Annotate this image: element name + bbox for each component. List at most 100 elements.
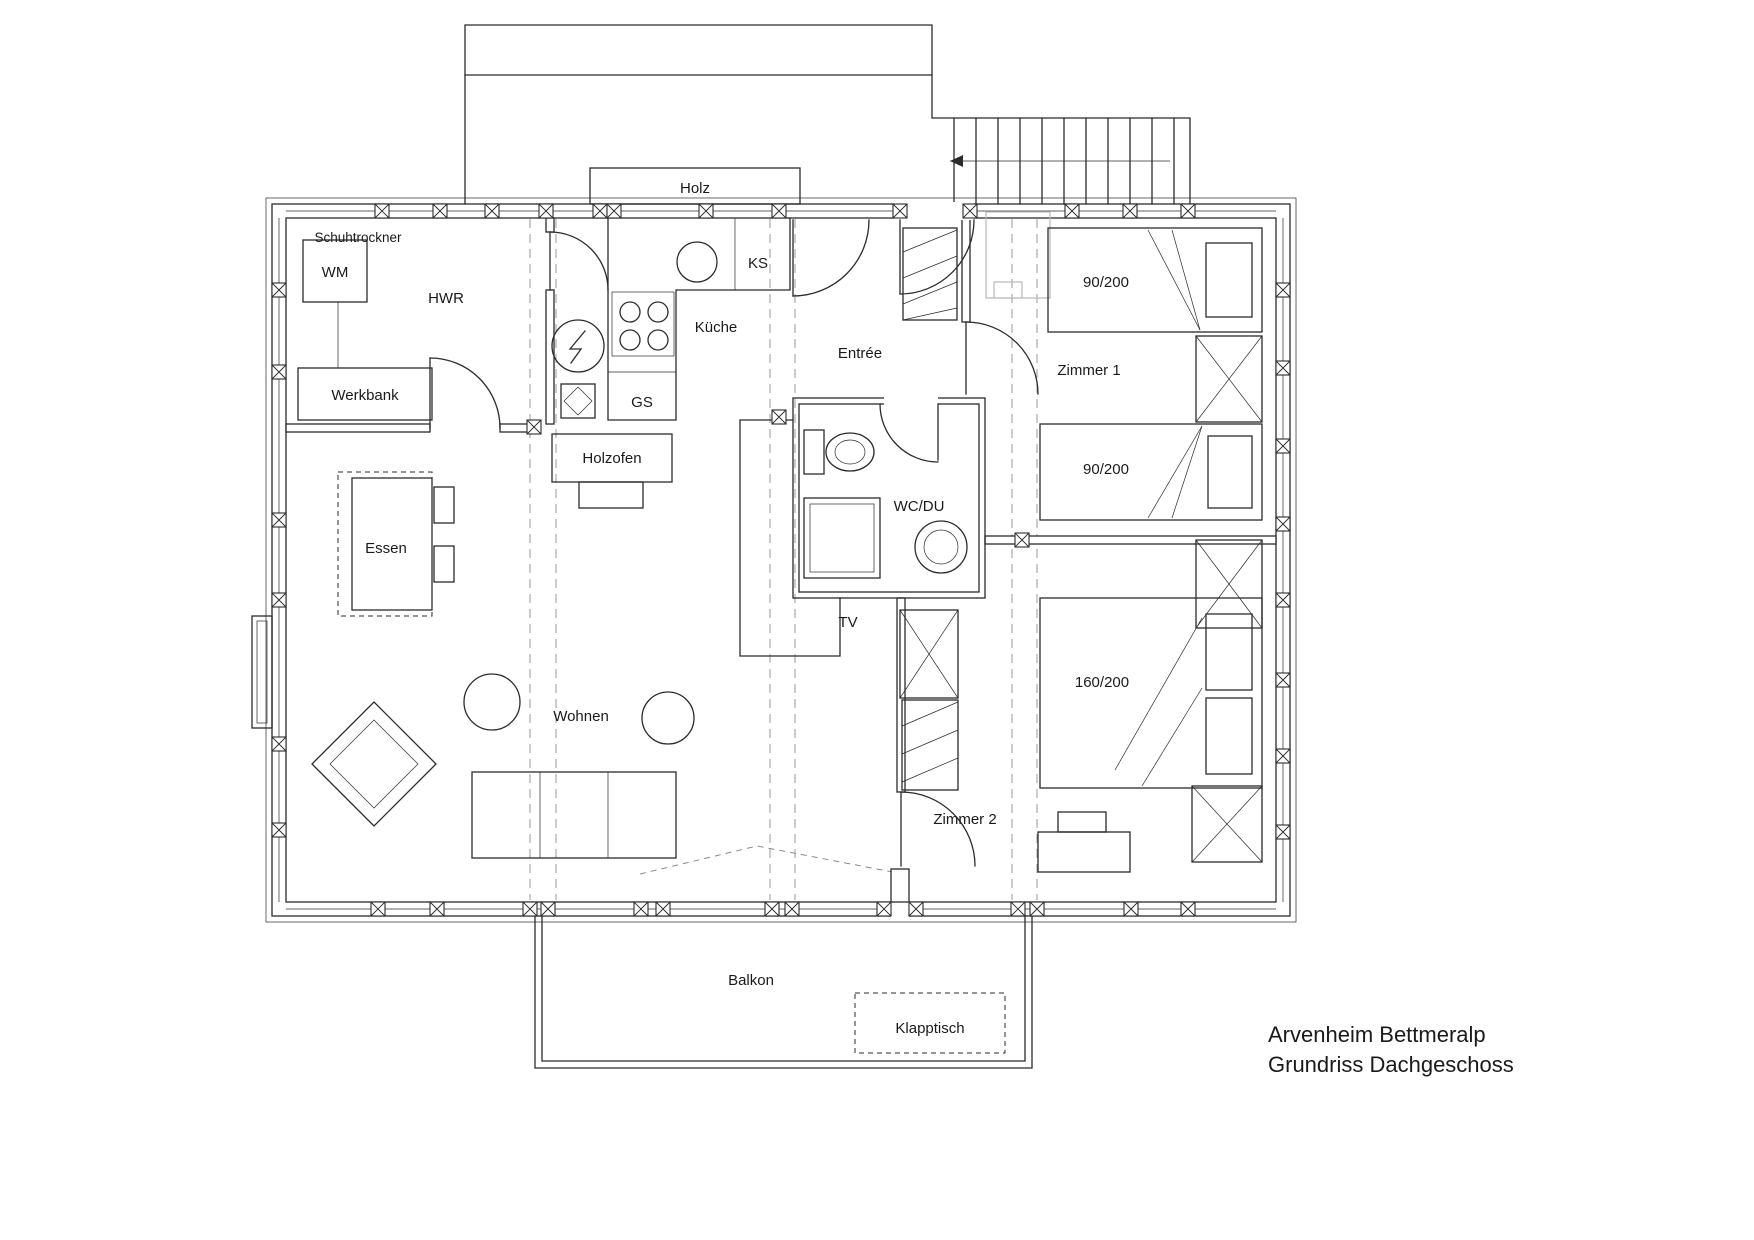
- hwr-south-wall: [285, 423, 431, 433]
- hwr-east-wall-stub: [545, 217, 555, 233]
- label-holzofen: Holzofen: [582, 450, 641, 467]
- room-label-balkon: Balkon: [728, 972, 774, 989]
- balcony-door-opening: [891, 900, 909, 918]
- label-tv: TV: [838, 614, 857, 631]
- terrace-outline: [464, 24, 1191, 205]
- label-wm: WM: [322, 264, 349, 281]
- duvet-fold: [1141, 687, 1203, 787]
- duvet-fold: [1171, 425, 1203, 519]
- utility-room-fittings: [297, 239, 433, 421]
- roof-slope-dashed-lines: [529, 219, 1038, 900]
- toilet-bowl: [825, 432, 875, 472]
- kueche-entree-door-swing: [792, 219, 870, 297]
- wardrobe: [1195, 335, 1263, 423]
- burner: [619, 329, 641, 351]
- bathroom-door-opening: [884, 395, 938, 407]
- title-block: Arvenheim Bettmeralp Grundriss Dachgesch…: [1268, 1022, 1514, 1077]
- duvet-fold: [1114, 617, 1203, 771]
- washing-machine: [302, 239, 368, 303]
- burner: [619, 301, 641, 323]
- hwr-east-wall: [545, 289, 555, 425]
- side-table: [641, 691, 695, 745]
- chimney: [251, 615, 273, 729]
- room-label-wcdu: WC/DU: [894, 498, 945, 515]
- room-label-essen: Essen: [365, 540, 407, 557]
- bedroom2-furniture: [899, 539, 1263, 873]
- pillow: [1205, 613, 1253, 691]
- armchair-outer: [311, 701, 437, 827]
- dresser-top: [1057, 811, 1107, 833]
- label-ks: KS: [748, 255, 768, 272]
- burner: [647, 301, 669, 323]
- washbasin-inner: [923, 529, 959, 565]
- label-gs: GS: [631, 394, 653, 411]
- bed-90-bottom: [1039, 423, 1263, 521]
- closet-hatch: [901, 701, 959, 783]
- shaft-box: [560, 383, 596, 419]
- room-label-hwr: HWR: [428, 290, 464, 307]
- entrance-opening: [894, 202, 974, 220]
- zimmer2-west-wall: [896, 597, 906, 793]
- room-label-zimmer1: Zimmer 1: [1057, 362, 1120, 379]
- bathroom: [792, 395, 986, 599]
- closet-hatched: [901, 699, 959, 791]
- room-label-wohnen: Wohnen: [553, 708, 609, 725]
- bed-size-label: 160/200: [1075, 674, 1129, 691]
- entrance-door-swing: [899, 219, 975, 295]
- tv-niche-wall: [739, 419, 841, 657]
- label-schuhtrockner: Schuhtrockner: [314, 230, 402, 245]
- chair: [433, 545, 455, 583]
- storage-gray-small: [993, 281, 1023, 299]
- entree-zimmer1-wall: [961, 217, 971, 323]
- balcony-door: [890, 868, 910, 903]
- cooktop: [611, 291, 675, 357]
- room-label-entree: Entrée: [838, 345, 882, 362]
- shaft-diamond: [563, 386, 593, 416]
- room-label-zimmer2: Zimmer 2: [933, 811, 996, 828]
- sofa: [471, 771, 677, 859]
- entree-fittings: [902, 211, 1051, 321]
- shower-inner: [809, 503, 875, 573]
- storage-gray: [985, 211, 1051, 299]
- duvet-fold: [1171, 229, 1201, 331]
- coat-closet-hatch: [902, 229, 958, 321]
- electric-bolt-icon: [568, 330, 586, 364]
- kitchen-fittings: [551, 217, 791, 509]
- dresser: [1037, 831, 1131, 873]
- label-holz: Holz: [680, 180, 710, 197]
- dining-table: [351, 477, 433, 611]
- wardrobe-cross: [1195, 539, 1263, 629]
- duvet-fold: [1147, 229, 1201, 331]
- washbasin: [914, 520, 968, 574]
- wood-stove-base: [578, 481, 644, 509]
- wall-posts: [271, 203, 1291, 917]
- armchair-inner: [329, 719, 419, 809]
- hwr-kueche-door-swing: [549, 231, 609, 291]
- dining-furniture: [337, 471, 455, 617]
- bedroom1-furniture: [1039, 227, 1263, 521]
- plan-title-line1: Arvenheim Bettmeralp: [1268, 1022, 1486, 1047]
- workbench: [297, 367, 433, 421]
- bed-size-label: 90/200: [1083, 461, 1129, 478]
- burner: [647, 329, 669, 351]
- coat-closet: [902, 227, 958, 321]
- bed-90-top: [1047, 227, 1263, 333]
- wardrobe-cross: [1191, 785, 1263, 863]
- boiler: [551, 319, 605, 373]
- duvet-fold: [1147, 425, 1203, 519]
- plan-title-line2: Grundriss Dachgeschoss: [1268, 1052, 1514, 1077]
- bathroom-door-swing: [879, 403, 939, 463]
- living-furniture: [311, 673, 695, 859]
- hwr-door-swing: [429, 357, 501, 429]
- wardrobe-cross: [1195, 335, 1263, 423]
- label-werkbank: Werkbank: [331, 387, 399, 404]
- chair: [433, 486, 455, 524]
- shower: [803, 497, 881, 579]
- closet-crossed: [899, 609, 959, 699]
- staircase: [950, 117, 1175, 205]
- room-label-kueche: Küche: [695, 319, 738, 336]
- zimmer1-door-swing: [965, 321, 1039, 395]
- folding-table-outline: [854, 992, 1006, 1054]
